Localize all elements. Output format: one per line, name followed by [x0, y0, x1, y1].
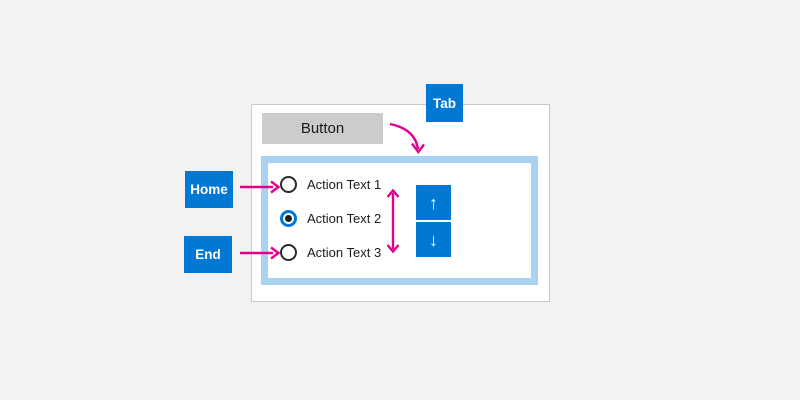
- tab-key-badge: Tab: [426, 84, 463, 122]
- end-key-label: End: [195, 247, 221, 262]
- tab-key-label: Tab: [433, 95, 456, 111]
- radio-option-row[interactable]: Action Text 1: [280, 176, 381, 193]
- button-control[interactable]: Button: [262, 113, 383, 144]
- radio-button-icon[interactable]: [280, 244, 297, 261]
- home-key-label: Home: [190, 182, 228, 197]
- radio-option-label: Action Text 2: [307, 211, 382, 226]
- arrow-down-icon: ↓: [429, 229, 438, 250]
- radio-option-label: Action Text 3: [307, 245, 382, 260]
- spinner-down-button[interactable]: ↓: [416, 222, 451, 257]
- radio-button-icon[interactable]: [280, 176, 297, 193]
- radio-group-panel: [261, 156, 538, 285]
- button-label: Button: [300, 120, 345, 137]
- spinner-up-button[interactable]: ↑: [416, 185, 451, 220]
- radio-option-label: Action Text 1: [307, 177, 382, 192]
- radio-option-row[interactable]: Action Text 3: [280, 244, 381, 261]
- arrow-up-icon: ↑: [429, 192, 438, 213]
- radio-option-row[interactable]: Action Text 2: [280, 210, 381, 227]
- radio-button-icon[interactable]: [280, 210, 297, 227]
- end-key-badge: End: [184, 236, 232, 273]
- home-key-badge: Home: [185, 171, 233, 208]
